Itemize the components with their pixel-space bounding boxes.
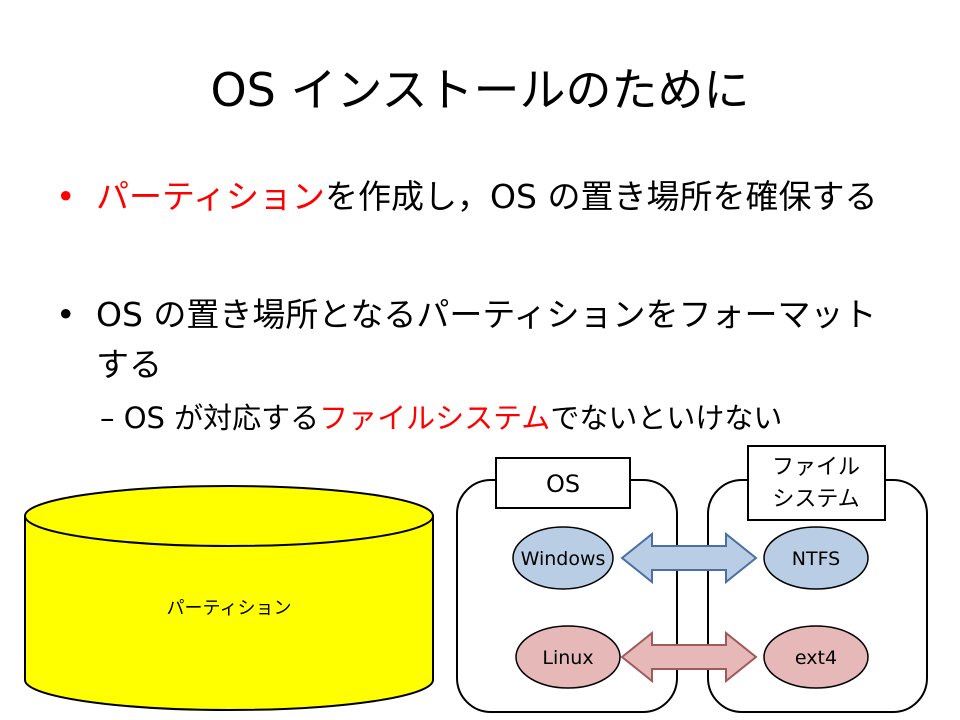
os-label: OS (546, 470, 580, 498)
bullet-item-partition: • パーティションを作成し，OS の置き場所を確保する (56, 172, 906, 222)
filesystem-label-line1: ファイル (772, 455, 860, 480)
double-arrow-linux-ext4 (620, 630, 758, 684)
bullet-item-format: • OS の置き場所となるパーティションをフォーマットする (56, 290, 906, 390)
cylinder-body (24, 515, 434, 711)
sub-bullet-prefix: OS が対応する (123, 401, 320, 435)
filesystem-label-box (747, 445, 886, 521)
partition-label: パーティション (167, 598, 292, 619)
os-item-windows: Windows (521, 548, 606, 570)
bullet-text: パーティションを作成し，OS の置き場所を確保する (96, 172, 906, 222)
slide-title: OS インストールのために (210, 63, 750, 117)
bullet-text: OS の置き場所となるパーティションをフォーマットする (96, 295, 877, 384)
bullet-text-rest: を作成し，OS の置き場所を確保する (325, 177, 878, 216)
filesystem-label-line2: システム (772, 487, 859, 512)
os-item-linux: Linux (542, 647, 593, 669)
double-arrow-windows-ntfs (620, 531, 758, 585)
linux-ellipse (515, 625, 621, 689)
highlight-filesystem: ファイルシステム (319, 401, 551, 435)
partition-cylinder: パーティション (24, 485, 434, 711)
fs-item-ext4: ext4 (795, 647, 837, 669)
ext4-ellipse (763, 625, 869, 689)
bullet-marker: • (56, 295, 76, 334)
sub-bullet-marker: – (100, 401, 115, 435)
bullet-marker: • (56, 177, 76, 216)
highlight-partition: パーティション (96, 177, 326, 216)
os-label-box (495, 457, 631, 509)
fs-item-ntfs: NTFS (792, 548, 840, 570)
sub-bullet-suffix: でないといけない (550, 401, 783, 435)
cylinder-top (24, 485, 434, 547)
windows-ellipse (512, 526, 614, 590)
ntfs-ellipse (763, 526, 869, 590)
sub-bullet: – OS が対応するファイルシステムでないといけない (100, 398, 782, 438)
